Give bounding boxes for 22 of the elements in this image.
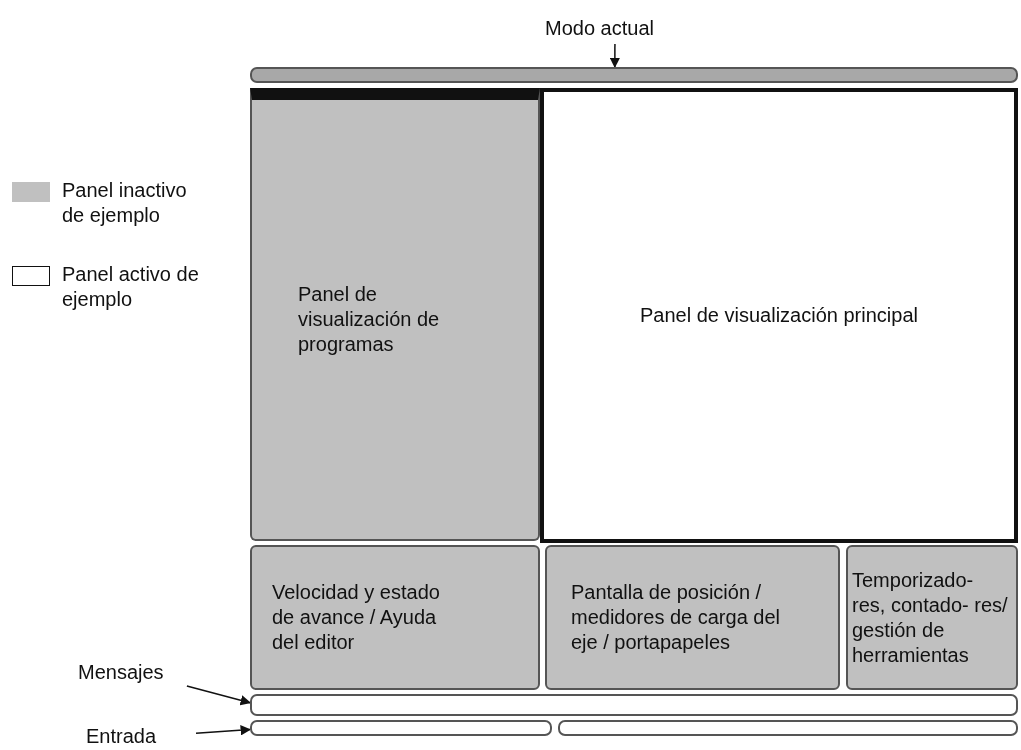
- input-bar: [250, 720, 552, 736]
- program-display-panel: [250, 88, 540, 541]
- position-display-panel: [545, 545, 840, 690]
- panel-title: Panel de visualización principal: [640, 303, 918, 328]
- input-label: Entrada: [86, 724, 196, 750]
- arrow: [186, 685, 251, 706]
- mode-label: Modo actual: [545, 16, 685, 44]
- tool-management-panel: [846, 545, 1018, 690]
- legend-text: Panel inactivo de ejemplo: [62, 178, 188, 228]
- messages-label: Mensajes: [78, 660, 198, 686]
- main-display-panel: [540, 88, 1018, 543]
- input-bar: [558, 720, 1018, 736]
- panel-title: Velocidad y estado de avance / Ayuda del editor: [272, 580, 441, 655]
- arrow: [609, 43, 621, 69]
- panel-title: Pantalla de posición / medidores de carga del eje / portapapeles: [571, 580, 781, 655]
- feed-status-panel: [250, 545, 540, 690]
- message-bar: [250, 694, 1018, 716]
- panel-title: Panel de visualización de programas: [298, 282, 441, 357]
- arrow: [195, 725, 252, 736]
- legend-text: Panel activo de ejemplo: [62, 262, 200, 312]
- panel-title: Temporizado- res, contado- res/ gestión de herramientas: [852, 567, 1009, 668]
- mode-bar: [250, 67, 1018, 83]
